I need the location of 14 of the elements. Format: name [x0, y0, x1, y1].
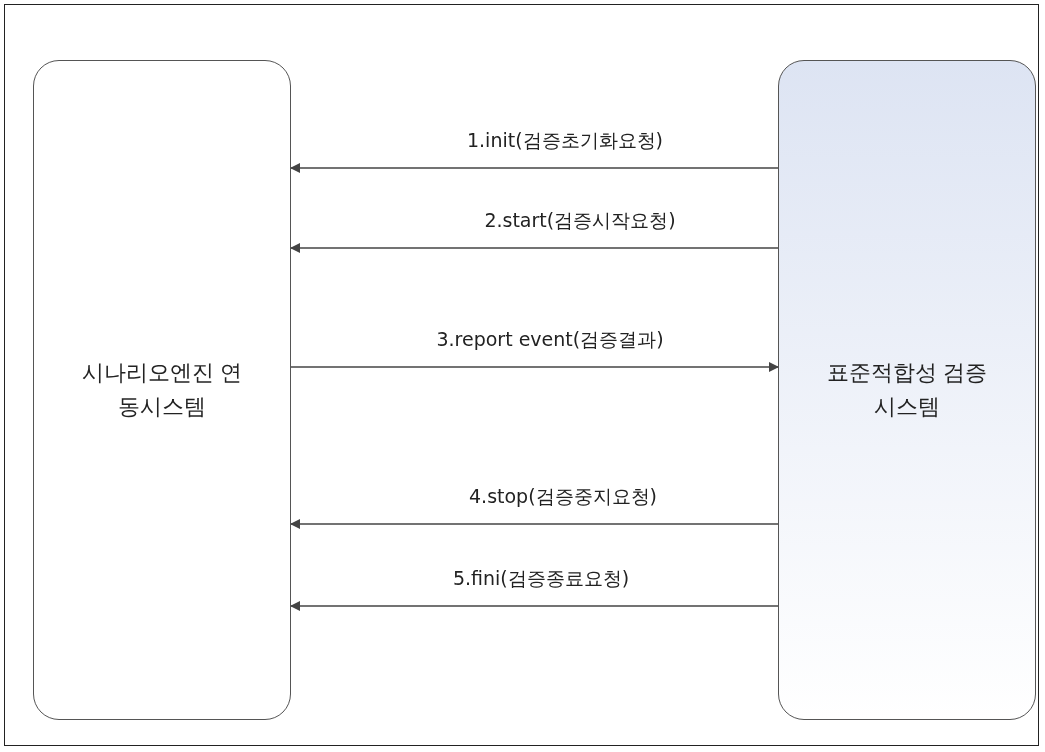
edge-label: 5.fini(검증종료요청) — [452, 566, 630, 591]
arrow — [290, 362, 779, 372]
system-box — [33, 60, 291, 720]
edge-label: 1.init(검증초기화요청) — [467, 128, 663, 153]
system-name: 시나리오엔진 연동시스템 — [80, 359, 244, 421]
system-name: 표준적합성 검증시스템 — [825, 359, 989, 421]
arrow — [290, 243, 779, 253]
system-box — [778, 60, 1036, 720]
arrow — [290, 519, 779, 529]
arrow — [290, 601, 779, 611]
arrow — [290, 163, 779, 173]
edge-label: 2.start(검증시작요청) — [484, 208, 676, 233]
edge-label: 4.stop(검증중지요청) — [469, 484, 657, 509]
edge-label: 3.report event(검증결과) — [436, 327, 664, 352]
